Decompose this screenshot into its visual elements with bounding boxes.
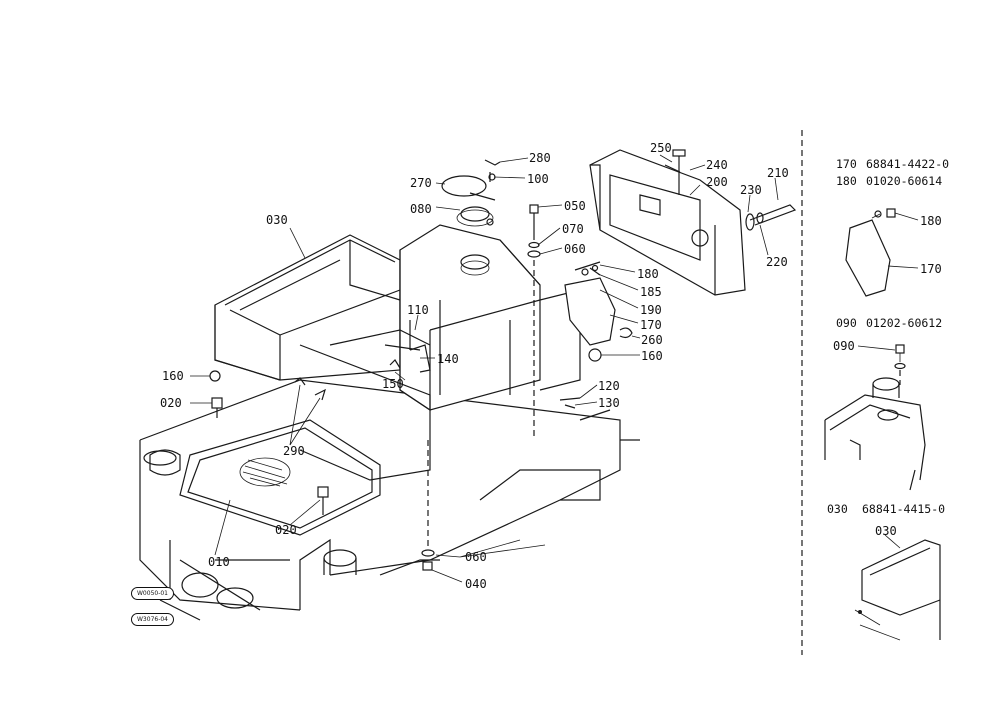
- label-240: 240: [706, 158, 728, 172]
- label-190: 190: [640, 303, 662, 317]
- label-060-lower: 060: [465, 550, 487, 564]
- label-250: 250: [650, 141, 672, 155]
- label-010: 010: [208, 555, 230, 569]
- label-140: 140: [437, 352, 459, 366]
- part-code-030: 68841-4415-0: [862, 502, 946, 516]
- inset-tank-drawing: [824, 344, 926, 491]
- label-280: 280: [529, 151, 551, 165]
- label-060-upper: 060: [564, 242, 586, 256]
- inset-label-170: 170: [920, 262, 942, 276]
- part-no-030: 030: [827, 502, 848, 516]
- side-bolts-drawing: [664, 149, 797, 231]
- main-frame-drawing: [139, 379, 640, 621]
- label-020-left: 020: [160, 396, 182, 410]
- part-no-170: 170: [836, 157, 857, 171]
- part-code-170: 68841-4422-0: [866, 157, 950, 171]
- label-080: 080: [410, 202, 432, 216]
- hood-cover-drawing: [214, 234, 401, 381]
- inset-label-180: 180: [920, 214, 942, 228]
- label-020-bottom: 020: [275, 523, 297, 537]
- label-170-main: 170: [640, 318, 662, 332]
- cap-parts-drawing: [441, 159, 501, 227]
- label-260: 260: [641, 333, 663, 347]
- label-210: 210: [767, 166, 789, 180]
- label-160-right: 160: [641, 349, 663, 363]
- part-no-180: 180: [836, 174, 857, 188]
- label-040: 040: [465, 577, 487, 591]
- inset-label-090: 090: [833, 339, 855, 353]
- label-185: 185: [640, 285, 662, 299]
- label-290: 290: [283, 444, 305, 458]
- fasteners-drawing: [209, 261, 602, 571]
- part-code-180: 01020-60614: [866, 174, 943, 188]
- inset-hood-drawing: [854, 534, 941, 641]
- inset-cover-plate-drawing: [845, 208, 919, 297]
- label-180-main: 180: [637, 267, 659, 281]
- label-160-left: 160: [162, 369, 184, 383]
- label-120: 120: [598, 379, 620, 393]
- label-100: 100: [527, 172, 549, 186]
- leader-lines: [190, 154, 779, 583]
- label-230: 230: [740, 183, 762, 197]
- label-110: 110: [407, 303, 429, 317]
- floor-plate-drawing: [179, 419, 381, 536]
- mesh-grille: [239, 457, 291, 487]
- label-130: 130: [598, 396, 620, 410]
- cover-plate-drawing: [564, 277, 633, 346]
- tank-box-drawing: [299, 224, 581, 481]
- label-200: 200: [706, 175, 728, 189]
- inset-label-030: 030: [875, 524, 897, 538]
- side-cover-drawing: [589, 149, 746, 296]
- reference-stamp-bottom: W3076-04: [131, 613, 175, 626]
- label-270: 270: [410, 176, 432, 190]
- label-150: 150: [382, 377, 404, 391]
- label-030: 030: [266, 213, 288, 227]
- label-220: 220: [766, 255, 788, 269]
- part-no-090: 090: [836, 316, 857, 330]
- part-code-090: 01202-60612: [866, 316, 943, 330]
- reference-stamp-top: W0050-01: [131, 587, 175, 600]
- label-050: 050: [564, 199, 586, 213]
- label-070: 070: [562, 222, 584, 236]
